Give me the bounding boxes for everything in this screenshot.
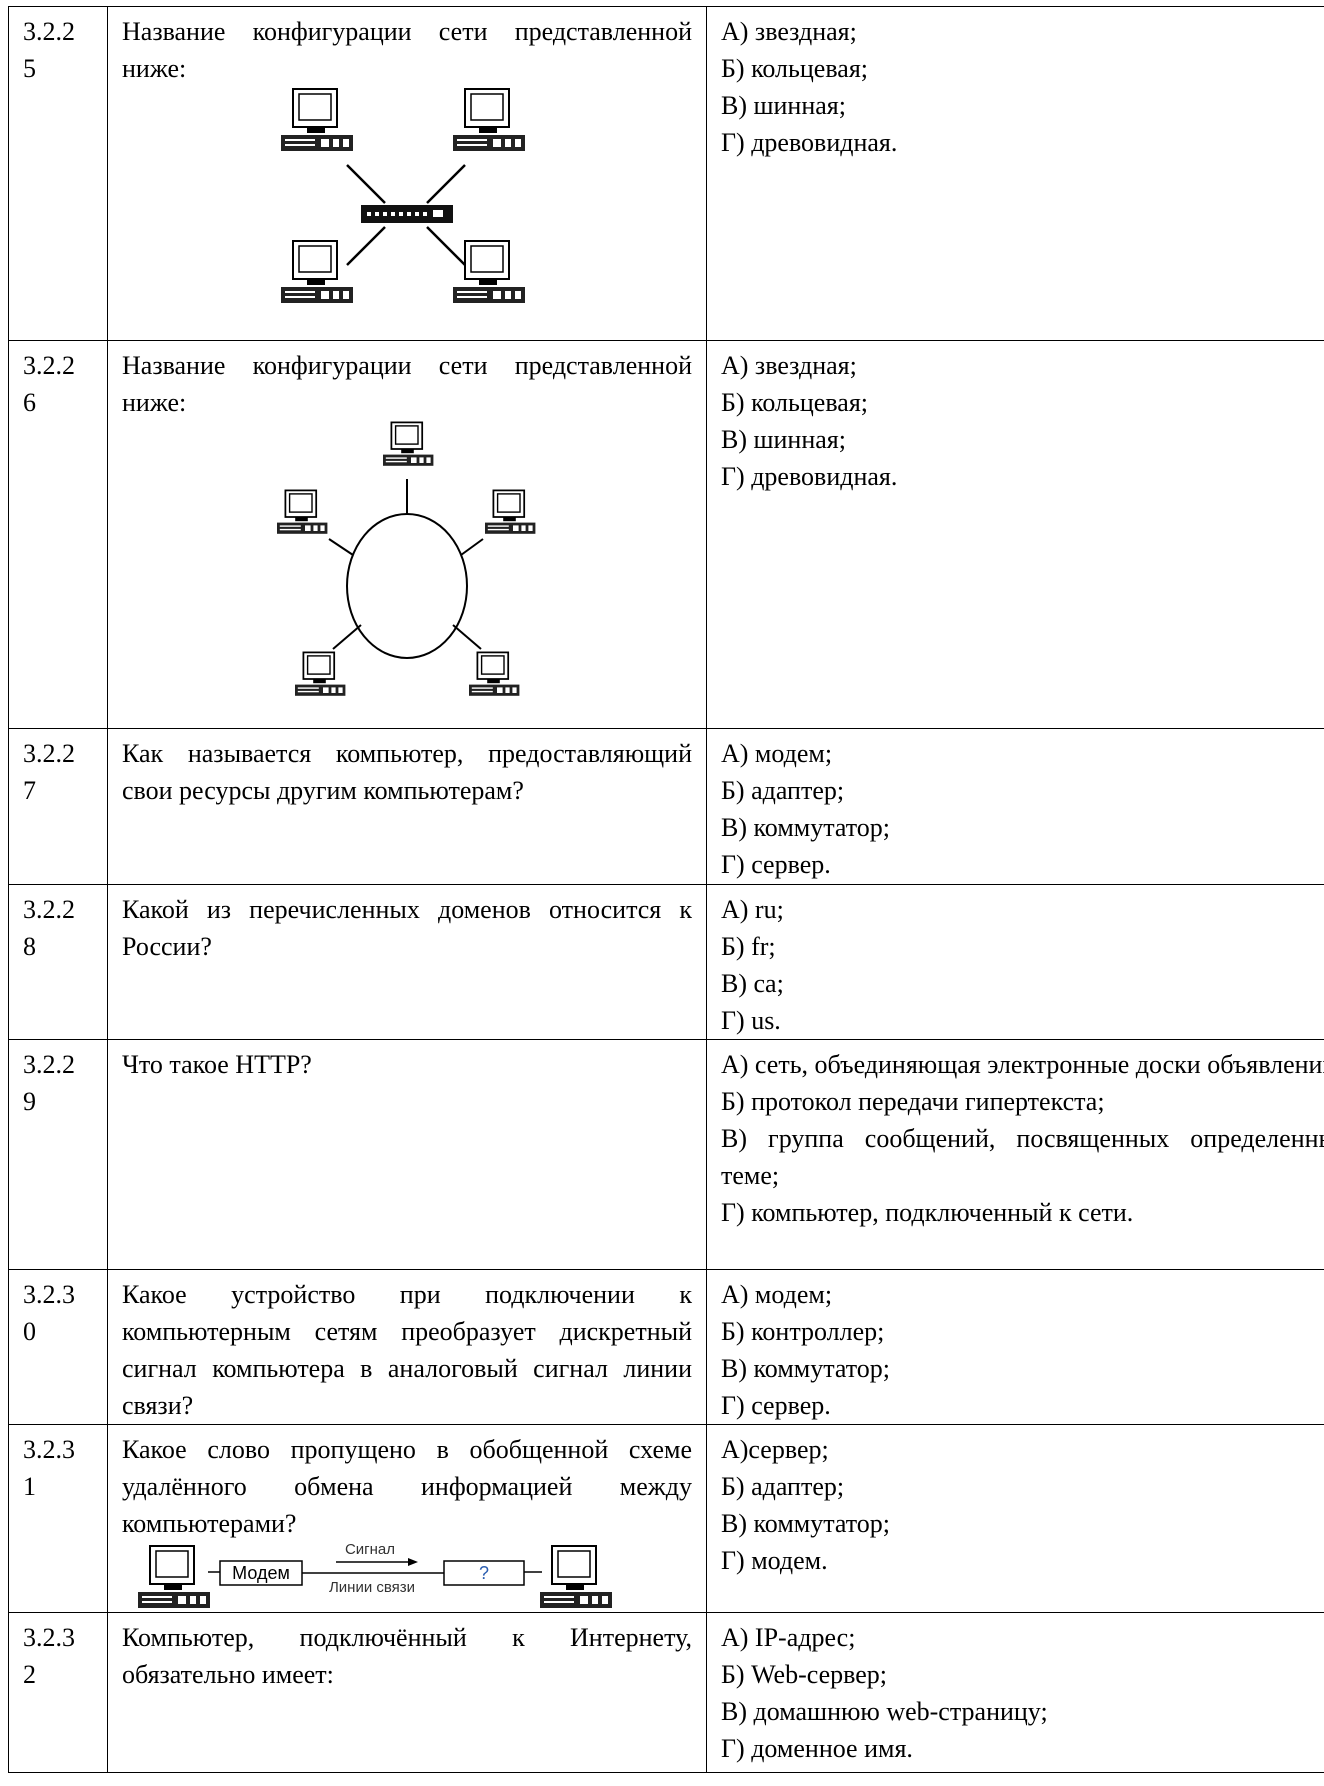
answer-option: Г) модем. — [721, 1546, 828, 1575]
answers-cell: А)сервер; Б) адаптер; В) коммутатор; Г) … — [706, 1424, 1324, 1613]
computer-icon — [453, 88, 525, 151]
table-row: 3.2.2 7 Как называется компьютер, предос… — [8, 728, 1324, 885]
unknown-label: ? — [479, 1563, 489, 1583]
answer-option: Б) протокол передачи гипертекста; — [721, 1087, 1105, 1116]
answer-option: В) коммутатор; — [721, 813, 891, 842]
computer-icon — [281, 88, 353, 151]
question-cell: Название конфигурации сети представленно… — [107, 6, 707, 341]
star-topology-diagram — [281, 88, 525, 303]
answer-option: Г) древовидная. — [721, 128, 898, 157]
question-cell: Компьютер, подключённый к Интернету, обя… — [107, 1612, 707, 1773]
remote-exchange-scheme: Модем Сигнал Линии связи ? — [138, 1542, 612, 1608]
computer-icon — [138, 1545, 210, 1608]
computer-icon — [383, 421, 434, 466]
question-number: 3.2.2 6 — [8, 340, 108, 729]
question-number: 3.2.2 5 — [8, 6, 108, 341]
computer-icon — [277, 489, 328, 534]
question-text: Название конфигурации сети представленно… — [122, 17, 692, 83]
answer-option: Б) адаптер; — [721, 776, 845, 805]
table-row: 3.2.2 8 Какой из перечисленных доменов о… — [8, 884, 1324, 1040]
answer-option: А) модем; — [721, 739, 833, 768]
question-number: 3.2.2 8 — [8, 884, 108, 1040]
computer-icon — [281, 240, 353, 303]
question-cell: Какой из перечисленных доменов относится… — [107, 884, 707, 1040]
table-row: 3.2.3 2 Компьютер, подключённый к Интерн… — [8, 1612, 1324, 1773]
answer-option: Г) древовидная. — [721, 462, 898, 491]
answers-cell: А) модем; Б) контроллер; В) коммутатор; … — [706, 1269, 1324, 1425]
signal-label: Сигнал — [345, 1542, 395, 1558]
answer-option: В) ca; — [721, 969, 784, 998]
answer-option: Б) контроллер; — [721, 1317, 885, 1346]
table-row: 3.2.2 6 Название конфигурации сети предс… — [8, 340, 1324, 729]
question-number: 3.2.3 2 — [8, 1612, 108, 1773]
answer-option: В) шинная; — [721, 425, 846, 454]
arrow-right-icon — [408, 1558, 418, 1566]
computer-icon — [485, 489, 536, 534]
table-row: 3.2.3 1 Какое слово пропущено в обобщенн… — [8, 1424, 1324, 1613]
answers-cell: А) сеть, объединяющая электронные доски … — [706, 1039, 1324, 1270]
answer-option: Б) адаптер; — [721, 1472, 845, 1501]
answer-option: Г) us. — [721, 1006, 781, 1035]
answer-option: А) звездная; — [721, 17, 857, 46]
question-text: Какое слово пропущено в обобщенной схеме… — [122, 1435, 692, 1538]
answer-option: Б) Web-сервер; — [721, 1660, 888, 1689]
answer-option: Г) компьютер, подключенный к сети. — [721, 1198, 1134, 1227]
answers-cell: А) звездная; Б) кольцевая; В) шинная; Г)… — [706, 340, 1324, 729]
link-lines — [346, 164, 466, 266]
answers-cell: А) звездная; Б) кольцевая; В) шинная; Г)… — [706, 6, 1324, 341]
question-number: 3.2.2 9 — [8, 1039, 108, 1270]
question-text: Что такое HTTP? — [122, 1050, 312, 1079]
table-row: 3.2.2 9 Что такое HTTP? А) сеть, объедин… — [8, 1039, 1324, 1270]
question-text: Какое устройство при подключении к компь… — [122, 1280, 692, 1420]
question-cell: Как называется компьютер, предоставляющи… — [107, 728, 707, 885]
question-text: Как называется компьютер, предоставляющи… — [122, 739, 692, 805]
question-text: Компьютер, подключённый к Интернету, обя… — [122, 1623, 692, 1689]
question-text: Название конфигурации сети представленно… — [122, 351, 692, 417]
answer-option: Г) сервер. — [721, 1391, 831, 1420]
questions-table: 3.2.2 5 Название конфигурации сети предс… — [8, 6, 1324, 1773]
ring-topology-diagram — [277, 421, 536, 696]
answer-option: Г) доменное имя. — [721, 1734, 913, 1763]
table-row: 3.2.3 0 Какое устройство при подключении… — [8, 1269, 1324, 1425]
answer-option: Б) кольцевая; — [721, 54, 868, 83]
question-text: Какой из перечисленных доменов относится… — [122, 895, 692, 961]
answer-option: Б) кольцевая; — [721, 388, 868, 417]
answer-option: А) модем; — [721, 1280, 833, 1309]
modem-box — [219, 1560, 303, 1586]
unknown-device-box — [443, 1560, 525, 1586]
answer-option: А) ru; — [721, 895, 784, 924]
answer-option: А) сеть, объединяющая электронные доски … — [721, 1050, 1324, 1079]
question-number: 3.2.2 7 — [8, 728, 108, 885]
modem-label: Модем — [232, 1563, 290, 1583]
answer-option: А) звездная; — [721, 351, 857, 380]
answers-cell: А) модем; Б) адаптер; В) коммутатор; Г) … — [706, 728, 1324, 885]
computer-icon — [540, 1545, 612, 1608]
answers-cell: А) ru; Б) fr; В) ca; Г) us. — [706, 884, 1324, 1040]
question-cell: Название конфигурации сети представленно… — [107, 340, 707, 729]
hub-icon — [361, 205, 453, 223]
computer-icon — [453, 240, 525, 303]
answer-option: Г) сервер. — [721, 850, 831, 879]
question-cell: Какое слово пропущено в обобщенной схеме… — [107, 1424, 707, 1613]
computer-icon — [469, 651, 520, 696]
computer-icon — [295, 651, 346, 696]
question-cell: Что такое HTTP? — [107, 1039, 707, 1270]
answer-option: В) коммутатор; — [721, 1509, 891, 1538]
table-row: 3.2.2 5 Название конфигурации сети предс… — [8, 6, 1324, 341]
answer-option: В) домашнюю web-страницу; — [721, 1697, 1048, 1726]
question-number: 3.2.3 1 — [8, 1424, 108, 1613]
line-label: Линии связи — [329, 1579, 415, 1596]
answer-option: Б) fr; — [721, 932, 776, 961]
answer-option: В) шинная; — [721, 91, 846, 120]
answer-option: А)сервер; — [721, 1435, 829, 1464]
question-cell: Какое устройство при подключении к компь… — [107, 1269, 707, 1425]
answer-option: А) IP-адрес; — [721, 1623, 856, 1652]
answer-option: В) коммутатор; — [721, 1354, 891, 1383]
answers-cell: А) IP-адрес; Б) Web-сервер; В) домашнюю … — [706, 1612, 1324, 1773]
ring-line — [346, 513, 468, 659]
question-number: 3.2.3 0 — [8, 1269, 108, 1425]
answer-option: В) группа сообщений, посвященных определ… — [721, 1124, 1324, 1190]
